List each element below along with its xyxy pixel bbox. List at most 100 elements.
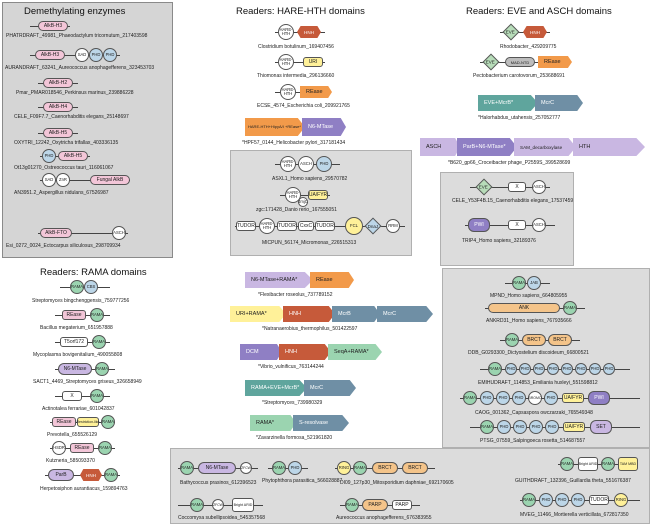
protein-caption: AURANDRAFT_63241_Aureococcus anophageffe… — [5, 65, 155, 71]
protein-caption: PHATRDRAFT_49981_Phaeodactylum tricornut… — [6, 33, 148, 39]
rama-domain: RAMA* — [250, 415, 296, 431]
phd-domain: PHD — [288, 461, 302, 475]
rama-domain: RAMA — [92, 335, 106, 349]
sad-domain: SAD — [75, 48, 89, 62]
rama-title: Readers: RAMA domains — [40, 267, 147, 278]
hth-domain: HTH — [573, 138, 645, 156]
alkb-h4-domain: AlkB-H4 — [43, 102, 73, 112]
n6-mtase-rama-domain: N6-MTase+RAMA* — [245, 272, 313, 288]
rama-domain: RAMA — [560, 457, 574, 471]
protein-caption: Mycoplasma bovigenitalium_490055808 — [33, 352, 123, 358]
protein-caption: Clostridium botulinum_169407456 — [258, 44, 334, 50]
jmjc-domain: JmjC — [298, 197, 308, 207]
protein-caption: PTSG_07559_Salpingoeca rosetta_514687557 — [480, 438, 586, 444]
protein-caption: MVEG_11466_Mortierella verticillata_6728… — [520, 512, 629, 518]
protein-caption: EMIHUDRAFT_114853_Emiliania huxleyi_5515… — [478, 380, 598, 386]
protein-caption: Aureococcus anophagefferens_676383955 — [336, 515, 432, 521]
asch-domain: ASCH — [532, 180, 546, 194]
rease-domain: REase — [538, 56, 572, 68]
rama-domain: RAMA — [512, 276, 526, 290]
eve-label: EVE — [479, 184, 489, 190]
rama-domain: RAMA — [272, 461, 286, 475]
phd-domain: PHD — [513, 420, 527, 434]
seqa-rama-domain: SeqA+RAMA* — [328, 344, 382, 360]
t5orf172-domain: T5orf172 — [60, 337, 88, 347]
phd-domain: PHD — [555, 493, 569, 507]
phd-domain: PHD — [42, 149, 56, 163]
hare-hth-domain: HARE-HTH — [280, 84, 296, 100]
n6-mtase-domain: N6-MTase — [198, 462, 236, 474]
tudor-domain: TUDOR — [236, 221, 256, 231]
rama-domain: RAMA — [601, 457, 615, 471]
alkb-h5-domain: AlkB-H5 — [58, 151, 88, 161]
demethylating-title: Demethylating enzymes — [24, 6, 126, 17]
protein-caption: Bathycoccus prasinos_612396523 — [180, 480, 257, 486]
hnh-domain: HNH — [283, 306, 335, 322]
rease-domain: REase — [52, 417, 76, 427]
jab-domain: JAB — [527, 276, 541, 290]
fcl-domain: FCL — [345, 217, 363, 235]
x-domain: X — [508, 220, 526, 230]
phd-domain: PHD — [505, 363, 517, 375]
alkb-fto-domain: AlkB-FTO — [40, 228, 72, 238]
domain-backbone — [55, 396, 110, 397]
protein-caption: ASXL1_Homo sapiens_29570782 — [272, 176, 348, 182]
protein-caption: *HPF57_0144_Helicobacter pylori_31718143… — [242, 140, 346, 146]
rama-domain: RAMA — [345, 498, 359, 512]
eve-domain: EVE — [482, 53, 500, 71]
eve-label: EVE — [506, 29, 516, 35]
znr-domain: ZnR — [56, 173, 70, 187]
ring-domain: RING — [614, 493, 628, 507]
cbs-domain: CBS — [84, 280, 98, 294]
domain-backbone — [38, 233, 128, 234]
rease-domain: REase — [300, 86, 332, 98]
rama-domain: RAMA — [522, 493, 536, 507]
pwi-domain: PWI — [588, 391, 610, 405]
phd-domain: PHD — [575, 363, 587, 375]
phd-domain: PHD — [103, 48, 117, 62]
x-domain: X — [62, 391, 82, 401]
hare-hth-domain: HARE-HTH — [280, 156, 296, 172]
protein-caption: *Natranaerobius_thermophilus_501422597 — [262, 326, 358, 332]
phd-domain: PHD — [496, 391, 510, 405]
hsdr-domain: HSDR — [52, 441, 66, 455]
hare-hth-domain: HARE-HTH — [259, 218, 275, 234]
protein-caption: Pectobacterium carotovorum_253688691 — [473, 73, 565, 79]
rama-domain: RAMA — [101, 415, 115, 429]
hnh-domain: HNH — [80, 469, 102, 481]
rama-domain: RAMA — [488, 362, 502, 376]
phd-domain: PHD — [539, 493, 553, 507]
mad-ntd-domain: MAD-NTD — [505, 57, 535, 67]
protein-caption: Actinotalea ferrariae_601042837 — [42, 406, 115, 412]
protein-caption: OXYTRI_12242_Oxytricha trifallax_4033361… — [14, 140, 119, 146]
protein-caption: Ot13g01270_Ostreococcus tauri_116061067 — [14, 165, 114, 171]
mcrb-domain: McrB — [332, 306, 380, 322]
protein-caption: DI09_127p30_Mitosporidium daphniae_69217… — [340, 480, 454, 486]
x-domain: X — [508, 182, 526, 192]
restriction-like-domain: Restriction-like — [77, 417, 99, 427]
bright-arid-domain: Bright ARID — [578, 457, 598, 471]
alkb-h3-domain: AlkB-H3 — [35, 50, 65, 60]
protein-caption: zgc:171428_Danio rerio_167555051 — [256, 207, 337, 213]
hare-hth-title: Readers: HARE-HTH domains — [236, 6, 365, 17]
phd-domain: PHD — [545, 420, 559, 434]
protein-caption: CAOG_001362_Capsaspora owczarzaki_765549… — [475, 410, 593, 416]
eve-mcrb-domain: EVE+McrB* — [478, 95, 538, 111]
rama-domain: RAMA — [480, 420, 494, 434]
dcm-domain: DCM — [240, 344, 282, 360]
protein-caption: MPND_Homo sapiens_664805955 — [490, 293, 568, 299]
brct-domain: BRCT — [522, 334, 546, 346]
phd-domain: PHD — [589, 363, 601, 375]
tudor-domain: PARP — [392, 500, 412, 510]
phd-domain: PHD — [480, 391, 494, 405]
protein-caption: TRIP4_Homo sapiens_32189376 — [462, 238, 536, 244]
sad-domain: SAD — [42, 173, 56, 187]
rease-domain: REase — [310, 272, 354, 288]
domain-backbone — [40, 180, 130, 181]
hare-hth-domain: HARE-HTH — [278, 54, 294, 70]
ua-fyr-domain: UA/FYR — [562, 393, 584, 403]
rama-domain: RAMA — [95, 362, 109, 376]
protein-caption: Pmar_PMAR018546_Perkinsus marinus_239886… — [16, 90, 134, 96]
phd-domain: PHD — [529, 420, 543, 434]
phd-domain: PHD — [547, 363, 559, 375]
